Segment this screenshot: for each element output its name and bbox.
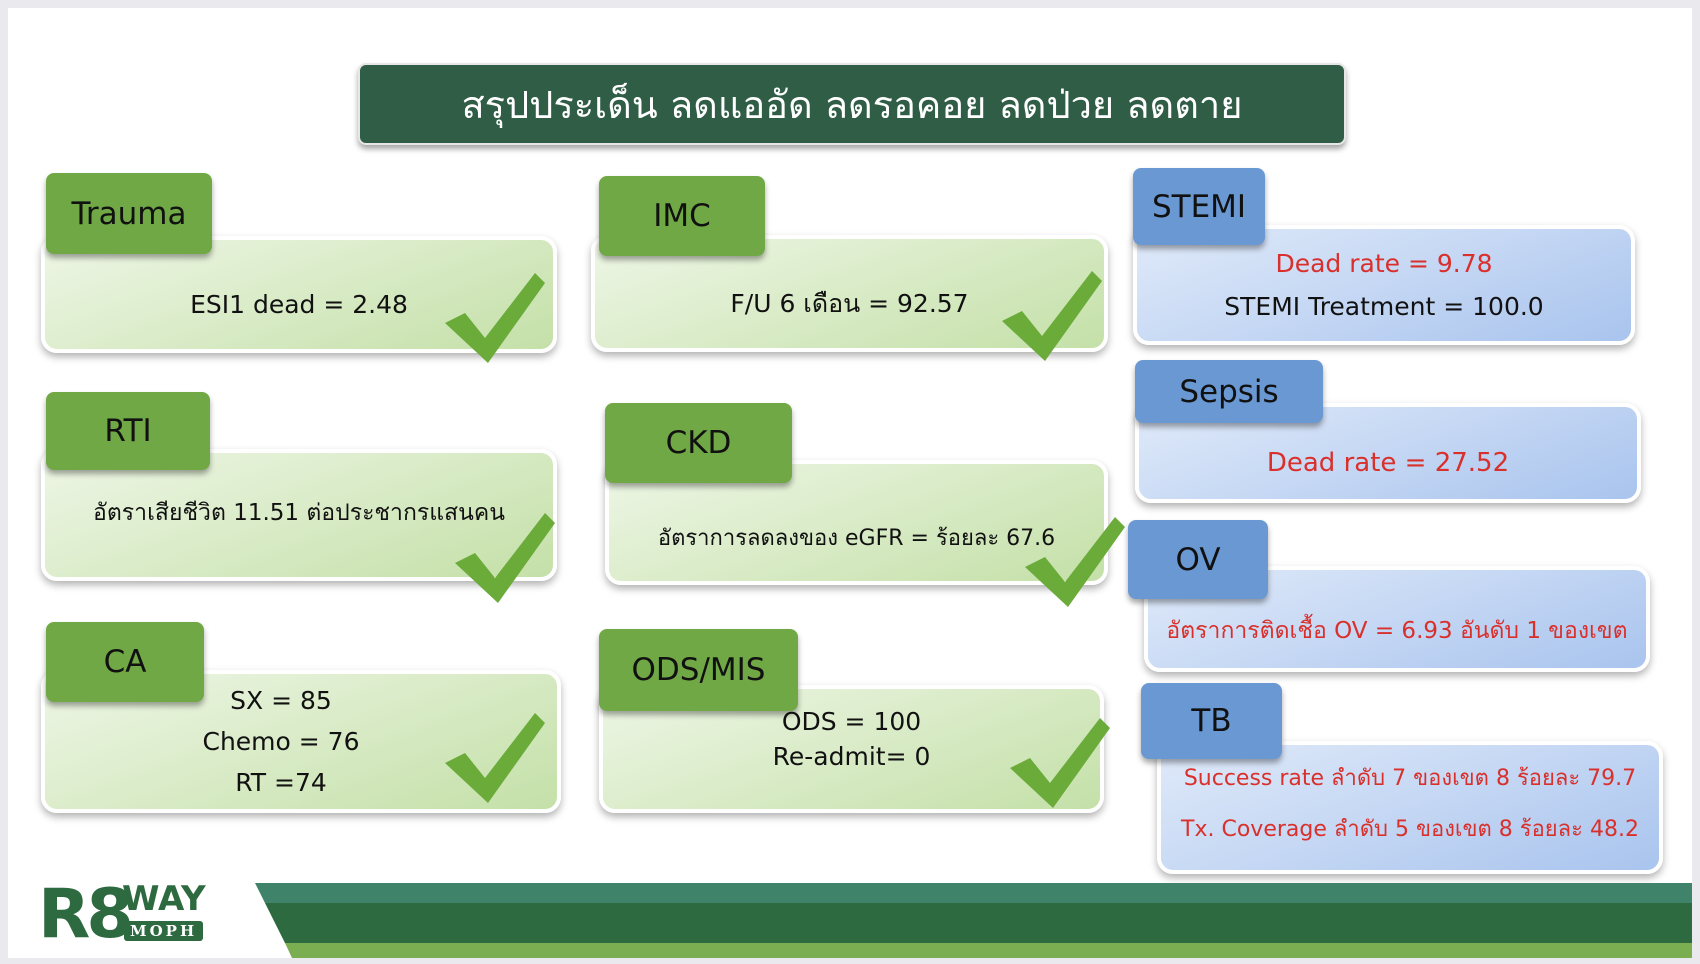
ca-rt: RT =74 — [235, 768, 327, 797]
sepsis-dead-rate: Dead rate = 27.52 — [1266, 448, 1510, 478]
ckd-tab: CKD — [605, 403, 792, 483]
ca-chemo: Chemo = 76 — [202, 727, 360, 756]
imc-tab: IMC — [599, 176, 765, 256]
ca-sx: SX = 85 — [230, 686, 332, 715]
checkmark-icon — [1025, 517, 1125, 607]
stemi-treatment: STEMI Treatment = 100.0 — [1224, 292, 1544, 321]
tb-coverage: Tx. Coverage ลำดับ 5 ของเขต 8 ร้อยละ 48.… — [1181, 816, 1639, 842]
checkmark-icon — [1002, 271, 1102, 361]
r8way-logo: R8 WAY MOPH — [38, 875, 206, 954]
stemi-tab: STEMI — [1133, 168, 1265, 245]
rti-value: อัตราเสียชีวิต 11.51 ต่อประชากรแสนคน — [93, 500, 505, 526]
trauma-value: ESI1 dead = 2.48 — [190, 290, 408, 319]
rti-tab: RTI — [46, 392, 210, 470]
sepsis-tab: Sepsis — [1135, 360, 1323, 423]
slide-title: สรุปประเด็น ลดแออัด ลดรอคอย ลดป่วย ลดตาย — [358, 63, 1346, 145]
footer-bands — [0, 883, 1700, 964]
stemi-card: Dead rate = 9.78 STEMI Treatment = 100.0 — [1133, 225, 1635, 345]
ca-tab: CA — [46, 622, 204, 702]
stemi-dead-rate: Dead rate = 9.78 — [1275, 249, 1493, 278]
ov-tab: OV — [1128, 520, 1268, 599]
trauma-tab: Trauma — [46, 173, 212, 254]
checkmark-icon — [1010, 718, 1110, 808]
tb-success-rate: Success rate ลำดับ 7 ของเขต 8 ร้อยละ 79.… — [1183, 765, 1637, 791]
ov-value: อัตราการติดเชื้อ OV = 6.93 อันดับ 1 ของเ… — [1166, 618, 1628, 644]
readmit-value: Re-admit= 0 — [772, 742, 931, 771]
checkmark-icon — [445, 273, 545, 363]
ckd-value: อัตราการลดลงของ eGFR = ร้อยละ 67.6 — [657, 526, 1056, 551]
tb-card: Success rate ลำดับ 7 ของเขต 8 ร้อยละ 79.… — [1157, 741, 1663, 874]
ods-value: ODS = 100 — [781, 707, 922, 736]
imc-value: F/U 6 เดือน = 92.57 — [730, 288, 969, 318]
ods-tab: ODS/MIS — [599, 629, 798, 711]
checkmark-icon — [445, 713, 545, 803]
checkmark-icon — [455, 513, 555, 603]
tb-tab: TB — [1141, 683, 1282, 759]
